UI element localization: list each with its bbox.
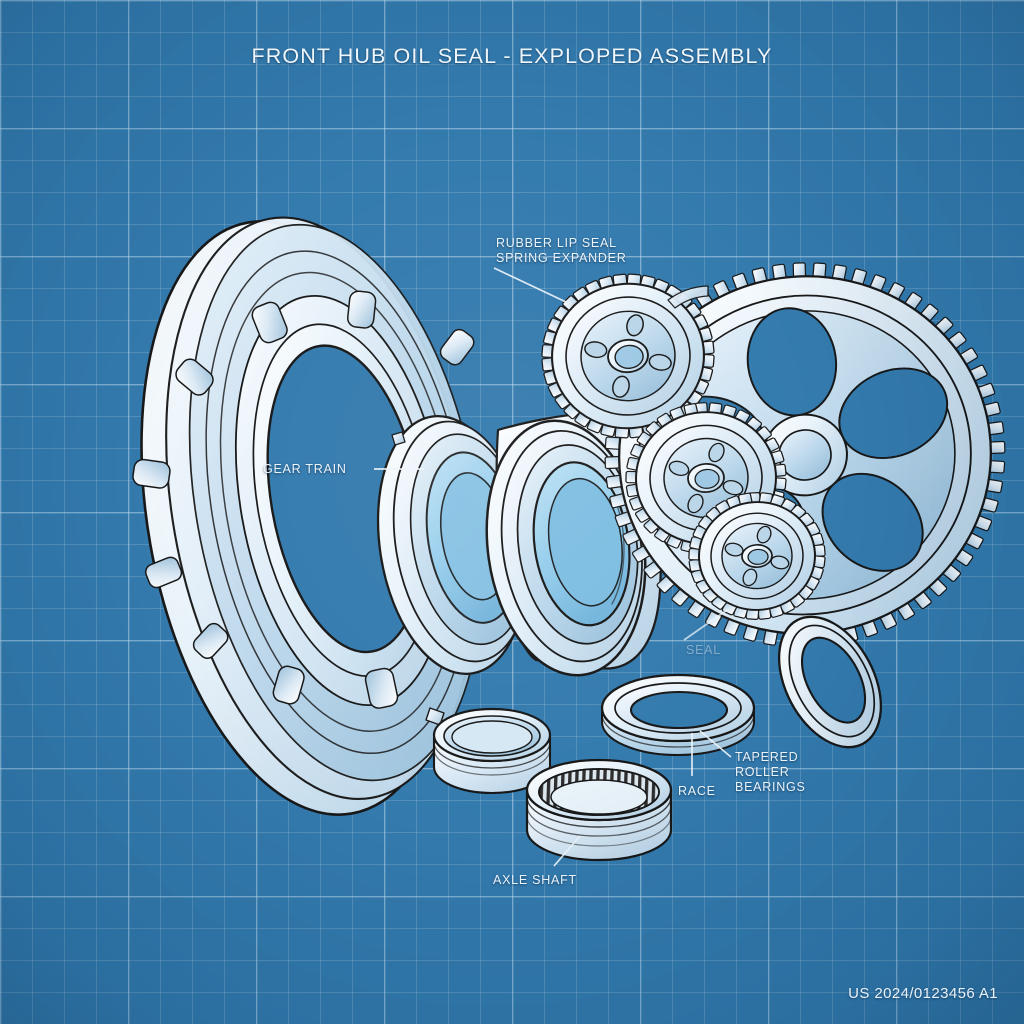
- part-oval-shim-ring: [777, 615, 883, 749]
- patent-number: US 2024/0123456 A1: [848, 985, 998, 1002]
- page-title: FRONT HUB OIL SEAL - EXPLOPED ASSEMBLY: [251, 44, 773, 68]
- callout-axle-shaft: AXLE SHAFT: [493, 873, 577, 887]
- leader-tapered: [699, 730, 732, 758]
- part-race-washer: [600, 673, 756, 756]
- leader-seal: [683, 609, 728, 641]
- leader-lines-group: [374, 267, 732, 867]
- part-roller-cage: [525, 758, 673, 862]
- leader-rubber-lip-seal: [493, 267, 567, 303]
- callout-tapered-roller-bearings: TAPERED ROLLER BEARINGS: [735, 750, 806, 794]
- callout-gear-train: GEAR TRAIN: [263, 462, 347, 476]
- part-gear-small-upper: [541, 273, 715, 439]
- leader-axle-shaft: [553, 835, 581, 867]
- part-gear-sliver: [667, 285, 709, 309]
- callout-race: RACE: [678, 784, 716, 798]
- callout-seal: SEAL: [686, 643, 721, 657]
- part-gear-small-lower: [688, 492, 826, 620]
- part-collar-ring: [432, 707, 552, 795]
- callout-rubber-lip-seal: RUBBER LIP SEAL SPRING EXPANDER: [496, 236, 627, 265]
